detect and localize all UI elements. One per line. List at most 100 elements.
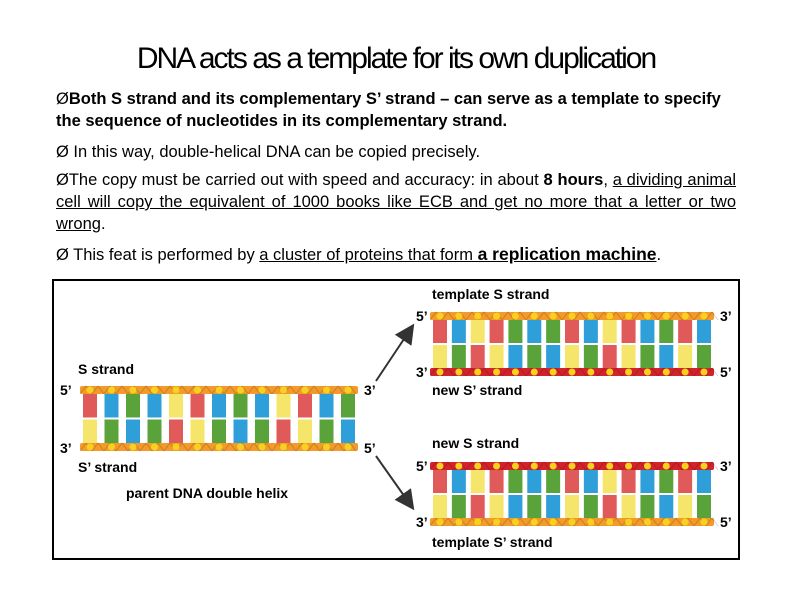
bullet-arrow-icon: Ø	[56, 90, 69, 108]
daughter-top-base	[583, 345, 598, 368]
daughter-top-base	[659, 320, 674, 343]
parent-helix-base	[298, 394, 312, 418]
parent-helix-base	[212, 419, 226, 443]
daughter-top-base	[470, 320, 485, 343]
daughter-bottom-dot	[493, 518, 501, 526]
daughter-bottom-dot	[625, 518, 633, 526]
parent-helix-base	[104, 394, 119, 418]
daughter-top-dot	[700, 368, 708, 376]
daughter-bottom-dot	[455, 462, 463, 470]
daughter-bottom-dot	[662, 518, 670, 526]
label-top-3prime-b: 3’	[416, 364, 428, 380]
daughter-top-base	[489, 345, 504, 368]
daughter-bottom-dot	[436, 462, 444, 470]
parent-helix-base	[83, 394, 97, 418]
daughter-top-hbond	[665, 343, 668, 345]
parent-helix-base	[104, 419, 119, 443]
bullet-4-underlined: a cluster of proteins that form	[259, 246, 478, 264]
daughter-bottom-base	[621, 495, 636, 518]
daughter-bottom-dot	[436, 518, 444, 526]
daughter-top-base	[640, 320, 655, 343]
parent-helix-dot	[344, 443, 352, 451]
daughter-bottom-dot	[587, 462, 595, 470]
parent-helix-base	[255, 394, 269, 418]
daughter-bottom-base	[546, 470, 561, 493]
daughter-bottom-dot	[530, 518, 538, 526]
daughter-bottom-hbond	[627, 493, 630, 495]
parent-helix-base	[212, 394, 226, 418]
daughter-top-dot	[625, 368, 633, 376]
daughter-bottom-hbond	[439, 493, 441, 495]
daughter-top-base	[640, 345, 655, 368]
parent-helix-dot	[86, 386, 94, 394]
bullet-2: Ø In this way, double-helical DNA can be…	[56, 141, 736, 163]
daughter-bottom-dot	[474, 518, 482, 526]
parent-helix-dot	[151, 443, 158, 451]
arrow-down-icon	[375, 455, 415, 511]
daughter-top-dot	[511, 368, 519, 376]
daughter-bottom-base	[433, 470, 447, 493]
parent-helix-hbond	[325, 417, 328, 420]
daughter-bottom-hbond	[457, 493, 460, 495]
daughter-bottom-dot	[606, 462, 614, 470]
daughter-top-hbond	[495, 343, 498, 345]
daughter-top-base	[489, 320, 504, 343]
daughter-top-base	[508, 345, 523, 368]
daughter-top-base	[602, 345, 617, 368]
parent-helix-base	[190, 419, 205, 443]
daughter-top-dot	[455, 368, 463, 376]
daughter-bottom-dot	[568, 518, 576, 526]
daughter-top-dot	[530, 312, 538, 320]
parent-helix-base	[126, 394, 140, 418]
parent-helix-dot	[151, 386, 158, 394]
label-s-strand: S strand	[78, 361, 134, 377]
daughter-top-base	[546, 320, 561, 343]
daughter-top-dot	[549, 368, 557, 376]
label-5prime-right: 5’	[364, 440, 376, 456]
daughter-top-base	[433, 320, 447, 343]
label-new-s: new S strand	[432, 435, 519, 451]
daughter-top-dot	[606, 312, 614, 320]
daughter-bottom-hbond	[476, 493, 479, 495]
parent-helix-hbond	[282, 417, 285, 420]
daughter-bottom-dot	[455, 518, 463, 526]
daughter-bottom-base	[640, 495, 655, 518]
parent-helix-dot	[237, 386, 244, 394]
label-5prime-left: 5’	[60, 382, 72, 398]
parent-helix-dot	[344, 386, 352, 394]
daughter-top-base	[659, 345, 674, 368]
daughter-bottom-base	[602, 470, 617, 493]
daughter-bottom-dot	[493, 462, 501, 470]
daughter-bottom-dot	[662, 462, 670, 470]
daughter-top-base	[470, 345, 485, 368]
daughter-bottom-dot	[530, 462, 538, 470]
daughter-bottom-hbond	[684, 493, 687, 495]
bullet-3-underlined: a dividing animal cell will copy the equ…	[56, 171, 736, 233]
bullet-1-text: Both S strand and its complementary S’ s…	[56, 90, 721, 130]
parent-helix-base	[298, 419, 312, 443]
daughter-bottom-dot	[681, 518, 689, 526]
daughter-bottom-dot	[643, 462, 651, 470]
daughter-top-hbond	[533, 343, 536, 345]
daughter-bottom-dot	[549, 518, 557, 526]
parent-helix-hbond	[110, 417, 113, 420]
daughter-top-dot	[493, 312, 501, 320]
daughter-top-base	[602, 320, 617, 343]
label-s-prime-strand: S’ strand	[78, 459, 137, 475]
parent-helix-base	[126, 419, 140, 443]
daughter-bottom-dot	[700, 518, 708, 526]
bullet-3: ØThe copy must be carried out with speed…	[56, 169, 736, 235]
daughter-top-base	[565, 320, 579, 343]
parent-helix-base	[319, 394, 334, 418]
daughter-top-base	[451, 345, 466, 368]
daughter-top-hbond	[571, 343, 573, 345]
parent-helix-hbond	[132, 417, 134, 420]
daughter-bottom-hbond	[495, 493, 498, 495]
label-bottom-5prime: 5’	[416, 458, 428, 474]
bullet-arrow-icon: Ø	[56, 143, 69, 161]
daughter-bottom-base	[678, 495, 693, 518]
daughter-top-top-backbone-texture	[429, 311, 719, 321]
arrow-up-icon	[375, 323, 415, 382]
daughter-top-base	[433, 345, 447, 368]
parent-helix-hbond	[239, 417, 242, 420]
